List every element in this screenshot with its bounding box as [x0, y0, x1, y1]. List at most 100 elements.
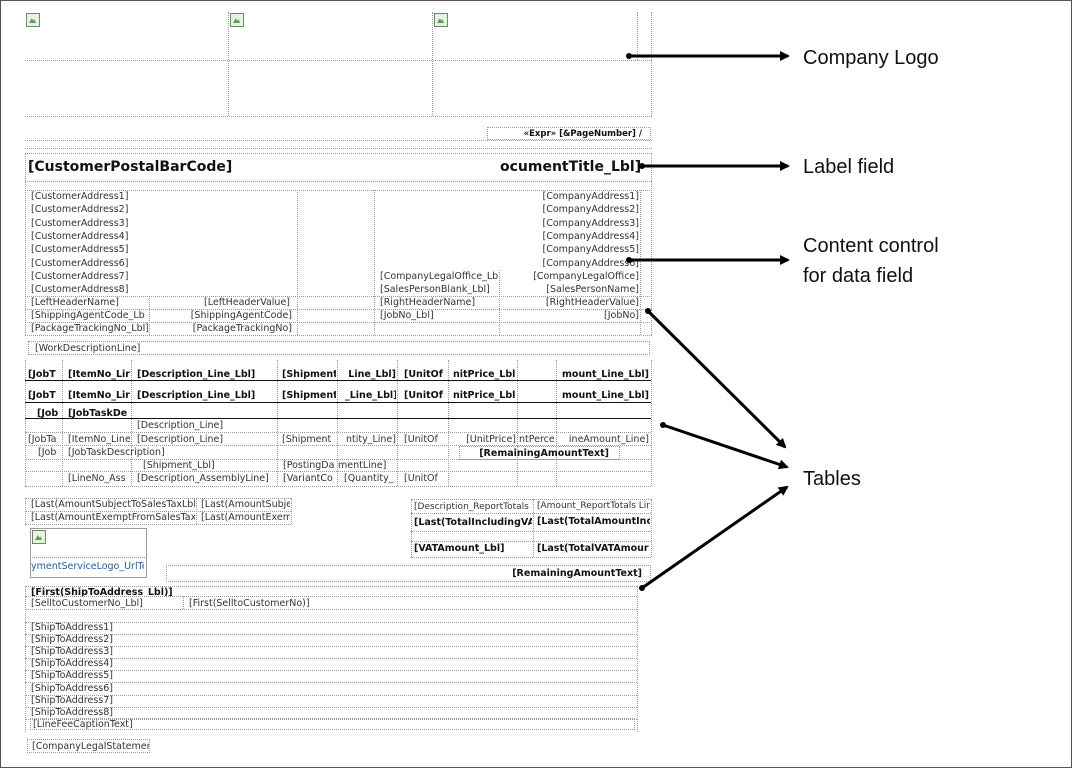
company-logo-image-3 — [434, 13, 448, 27]
label-field-annotation: Label field — [803, 156, 895, 178]
company-logo-image-2 — [230, 13, 244, 27]
salesperson-blank-label: [SalesPersonBlank_Lbl] — [380, 284, 490, 295]
package-tracking-no: [PackageTrackingNo] — [192, 323, 292, 334]
header-row-1-col-2: [ItemNo_Lir — [68, 369, 130, 380]
customer-postal-barcode: [CustomerPostalBarCode] — [28, 159, 233, 175]
assembly-row-col-5: [UnitOf — [404, 473, 438, 484]
job-task-description: [JobTaskDescription] — [68, 447, 165, 458]
amount-report-totals: [Amount_ReportTotals Lir — [537, 501, 650, 511]
job-row-no: [Job — [38, 447, 57, 458]
customer-address-3: [CustomerAddress3] — [31, 217, 129, 229]
header-row-2-col-1: [JobT — [28, 390, 56, 401]
left-header-value: [LeftHeaderValue] — [204, 297, 290, 308]
content-control-arrow — [626, 255, 790, 265]
customer-address-2: [CustomerAddress2] — [31, 204, 129, 216]
ship-to-address-label: [First(ShipToAddress_Lbl)] — [31, 587, 173, 596]
description-report-totals: [Description_ReportTotals — [414, 502, 529, 512]
job-no-label: [JobNo_Lbl] — [380, 310, 434, 321]
company-address-7: [CompanyLegalOffice] — [533, 270, 639, 282]
payment-service-logo-box — [30, 528, 147, 578]
total-including-vat-label: [Last(TotalIncludingVAT — [414, 517, 532, 528]
tables-annotation: Tables — [803, 468, 861, 490]
ship-to-address-2: [ShipToAddress2] — [31, 634, 114, 646]
posting-date: [PostingDa — [283, 460, 335, 471]
right-header-name: [RightHeaderName] — [380, 297, 476, 308]
header-row-1-col-4: [Shipment — [282, 369, 336, 380]
header-row-2-col-2: [ItemNo_Lir — [68, 390, 130, 401]
company-address-5: [CompanyAddress5] — [542, 244, 639, 256]
sell-to-customer-no: [First(SelltoCustomerNo)] — [189, 598, 310, 609]
label-field-arrow — [639, 161, 790, 171]
shipping-agent-label: [ShippingAgentCode_Lb — [31, 310, 145, 321]
content-control-annotation-line1: Content control — [803, 235, 939, 257]
header-row-3-col-2: [JobTaskDe — [68, 408, 128, 419]
detail-row-col-4: [Shipment — [282, 434, 332, 445]
customer-address-4: [CustomerAddress4] — [31, 230, 129, 242]
totals-left-row-1-label: [Last(AmountSubjectToSalesTaxLbl) — [31, 499, 195, 510]
totals-left-row-2-label: [Last(AmountExemptFromSalesTaxL — [31, 512, 195, 523]
detail-row-col-6: [UnitOf — [404, 434, 438, 445]
assembly-row-col-3: [VariantCo — [283, 473, 333, 484]
customer-address-6: [CustomerAddress6] — [31, 257, 129, 269]
customer-address-5: [CustomerAddress5] — [31, 244, 129, 256]
salesperson-name: [SalesPersonName] — [546, 284, 639, 295]
shipping-agent-code: [ShippingAgentCode] — [190, 310, 292, 321]
ship-to-address-8: [ShipToAddress8] — [31, 706, 114, 718]
totals-left-row-1-value: [Last(AmountSubje — [201, 499, 290, 510]
sell-to-customer-no-label: [SelltoCustomerNo_Lbl] — [31, 598, 143, 609]
page-number-expression: «Expr» [&PageNumber] / — [487, 127, 651, 140]
header-row-2-col-7: nitPrice_Lbl] — [453, 390, 516, 401]
work-description-line: [WorkDescriptionLine] — [28, 341, 650, 355]
header-row-1-col-9: mount_Line_Lbl] — [562, 369, 649, 380]
detail-row-col-3: [Description_Line] — [137, 434, 224, 445]
detail-row-col-7: [UnitPrice] — [466, 434, 516, 445]
customer-address-7: [CustomerAddress7] — [31, 270, 129, 282]
right-header-value: [RightHeaderValue] — [545, 297, 639, 308]
payment-service-logo-url[interactable]: ymentServiceLogo_UrlTe — [31, 561, 144, 572]
ship-to-address-3: [ShipToAddress3] — [31, 646, 114, 658]
company-logo-annotation: Company Logo — [803, 47, 939, 69]
customer-address-1: [CustomerAddress1] — [31, 191, 129, 202]
company-address-6: [CompanyAddress6] — [542, 257, 639, 269]
detail-row-col-1: [JobTa — [28, 434, 57, 445]
customer-address-8: [CustomerAddress8] — [31, 284, 129, 296]
header-row-3-col-1: [Job — [37, 408, 59, 419]
company-address-1: [CompanyAddress1] — [542, 191, 639, 202]
company-address-3: [CompanyAddress3] — [542, 217, 639, 229]
assembly-row-col-1: [LineNo_Ass — [68, 473, 126, 484]
assembly-row-col-4: [Quantity_ — [344, 473, 394, 484]
line-fee-caption: [LineFeeCaptionText] — [30, 718, 635, 730]
detail-row-col-2: [ItemNo_Line — [68, 434, 130, 445]
detail-row-col-8: ntPerce — [519, 434, 555, 445]
header-row-1-col-5: Line_Lbl] — [348, 369, 396, 380]
header-row-2-col-5: _Line_Lbl] — [345, 390, 396, 401]
shipment-label: [Shipment_Lbl] — [143, 460, 215, 471]
company-logo-image-1 — [26, 13, 40, 27]
vat-amount-label: [VATAmount_Lbl] — [414, 543, 505, 554]
company-legal-office-label: [CompanyLegalOffice_Lb — [380, 271, 498, 282]
job-no: [JobNo] — [604, 310, 639, 321]
remaining-amount-text-2: [RemainingAmountText] — [166, 565, 651, 582]
ship-to-address-6: [ShipToAddress6] — [31, 682, 114, 694]
total-vat-amount: [Last(TotalVATAmour — [537, 543, 649, 554]
detail-row-col-9: ineAmount_Line] — [568, 434, 649, 445]
total-amount-including: [Last(TotalAmountInc — [537, 516, 650, 527]
ship-to-address-1: [ShipToAddress1] — [31, 622, 114, 633]
document-title-label: ocumentTitle_Lbl] — [500, 159, 642, 175]
company-address-2: [CompanyAddress2] — [542, 204, 639, 216]
assembly-row-col-2: [Description_AssemblyLine] — [137, 473, 269, 484]
header-row-1-col-3: [Description_Line_Lbl] — [137, 369, 256, 380]
header-row-1-col-7: nitPrice_Lbl] — [453, 369, 516, 380]
header-row-1-col-6: [UnitOf — [404, 369, 443, 380]
description-line: [Description_Line] — [137, 420, 224, 431]
detail-row-col-5: ntity_Line] — [346, 434, 396, 445]
shipment-line: mentLine] — [338, 460, 387, 471]
header-row-2-col-9: mount_Line_Lbl] — [562, 390, 649, 401]
company-logo-arrow — [626, 51, 790, 61]
header-row-2-col-4: [Shipment — [282, 390, 336, 401]
header-row-2-col-6: [UnitOf — [404, 390, 443, 401]
ship-to-address-7: [ShipToAddress7] — [31, 694, 114, 706]
payment-service-logo-image — [32, 530, 46, 544]
content-control-annotation-line2: for data field — [803, 265, 914, 287]
